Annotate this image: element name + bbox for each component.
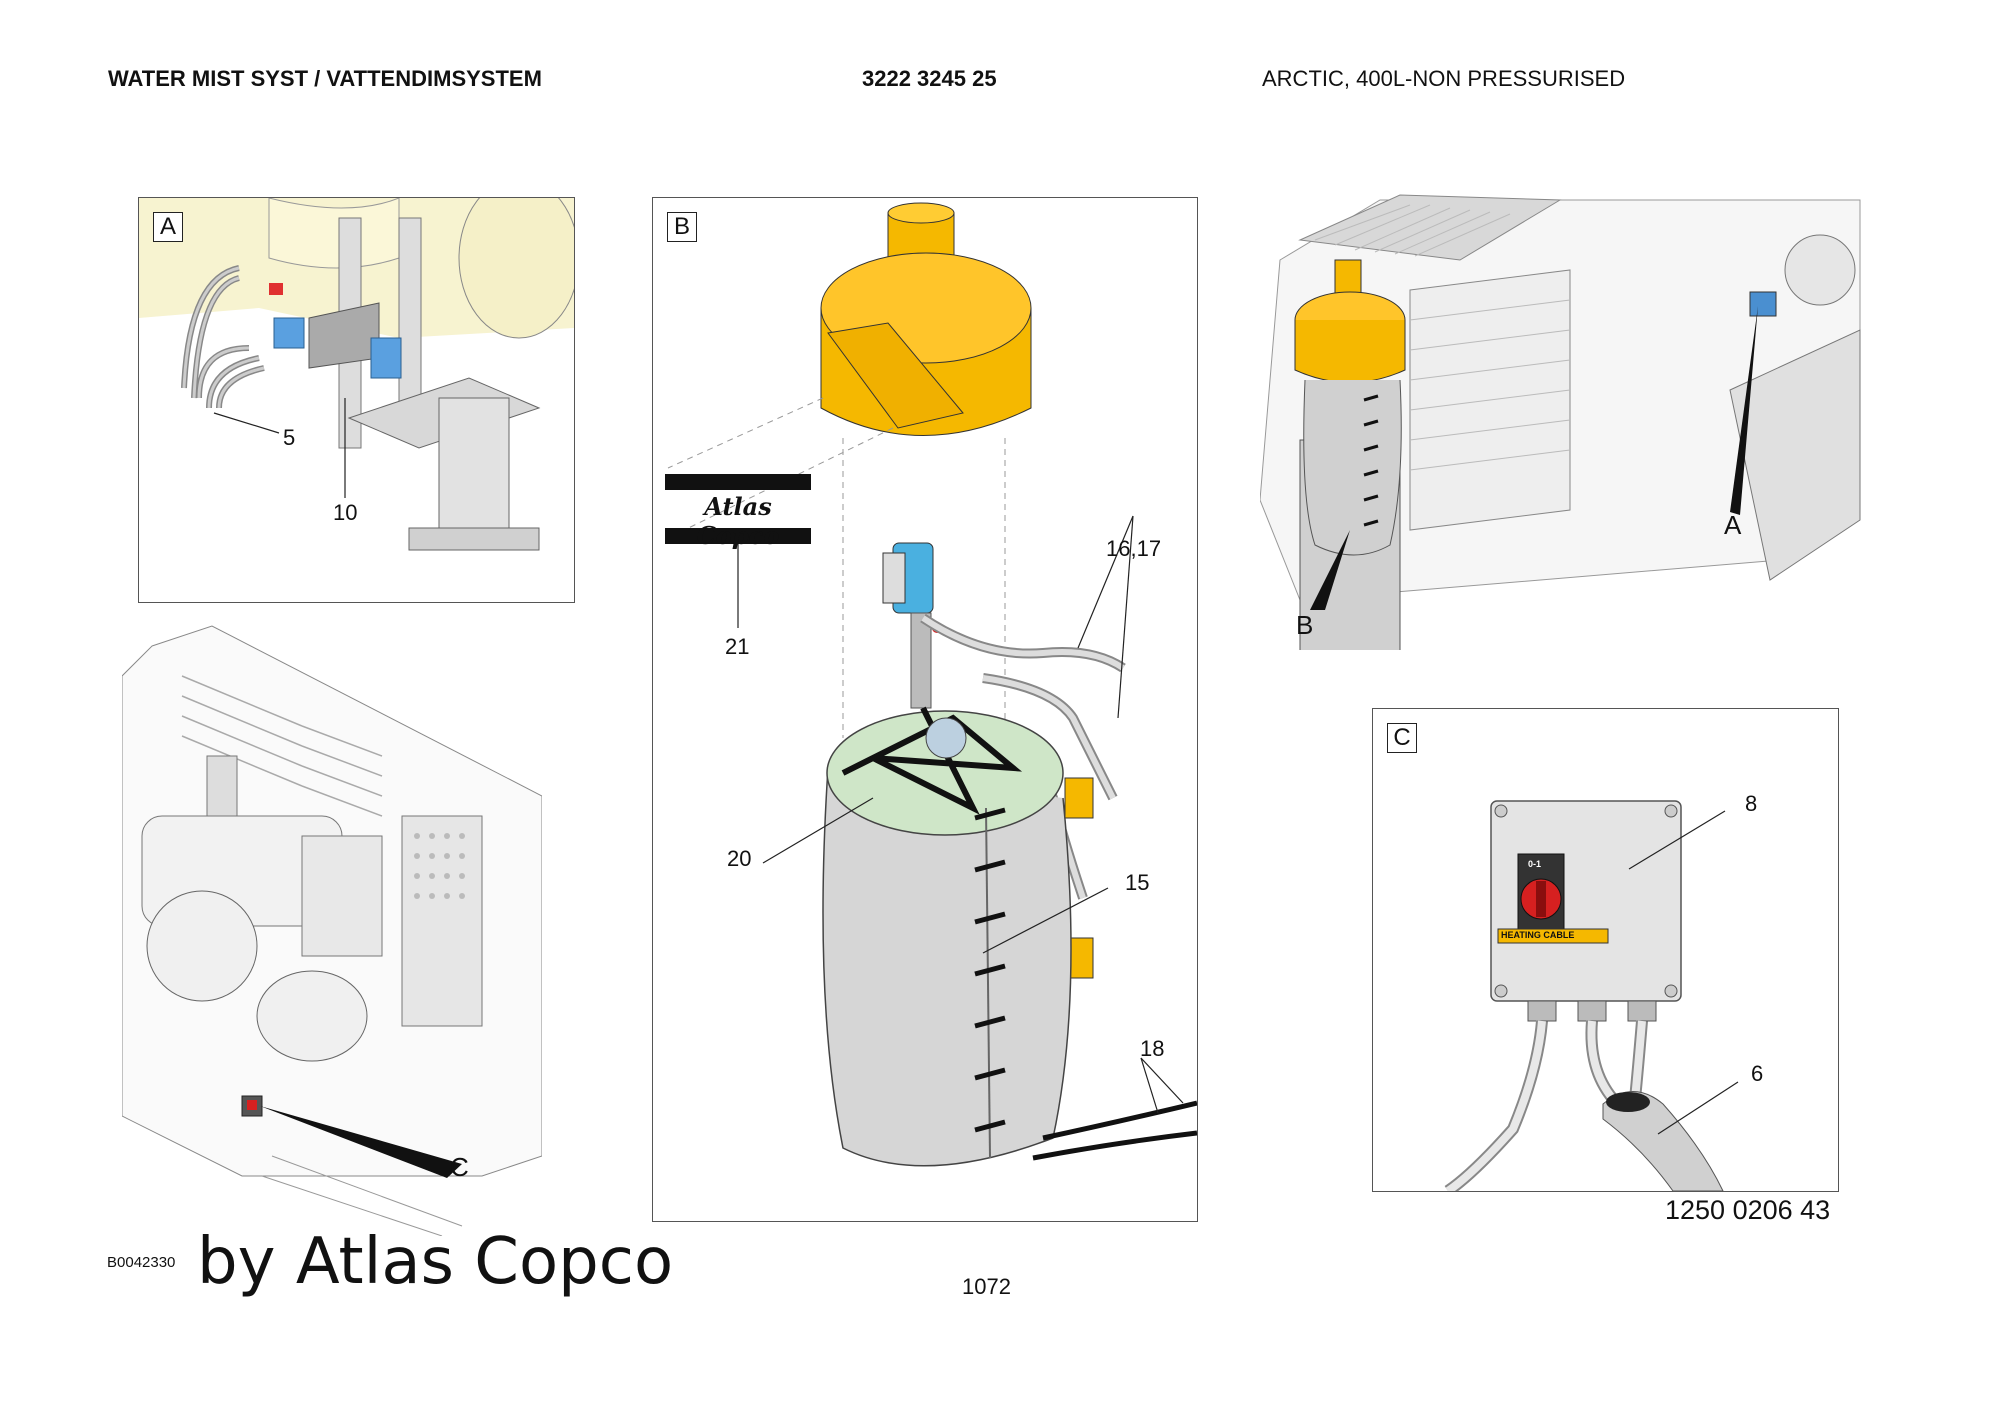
callout-16-17: 16,17 <box>1106 536 1162 561</box>
part-description: ARCTIC, 400L-NON PRESSURISED <box>1262 66 1626 91</box>
valve-block-illustration <box>139 198 574 551</box>
callout-21: 21 <box>725 634 750 659</box>
overview-label-c: C <box>450 1152 469 1182</box>
part-number: 3222 3245 25 <box>862 66 997 91</box>
panel-b-tag: B <box>667 212 697 242</box>
callout-18: 18 <box>1140 1036 1165 1061</box>
panel-a-valve-detail: A 5 10 <box>138 197 575 603</box>
tank-exploded-illustration <box>665 202 1197 1167</box>
machine-overview-illustration <box>1260 194 1861 650</box>
machine-frame-illustration <box>122 625 542 1236</box>
page-number: 1072 <box>962 1274 1011 1299</box>
panel-b-tank-detail: B <box>652 197 1198 1222</box>
switch-position-label: 0-1 <box>1528 859 1542 869</box>
overview-machine-right: B A <box>1260 180 1870 650</box>
panel-c-tag: C <box>1387 723 1417 753</box>
callout-5: 5 <box>283 425 296 450</box>
atlas-copco-logo: Atlas Copco <box>696 492 780 550</box>
panel-c-switch-detail: C 0-1 HEATING CABLE 8 6 <box>1372 708 1839 1192</box>
drawing-number: 1250 0206 43 <box>1665 1195 1831 1225</box>
callout-15: 15 <box>1125 870 1150 895</box>
document-title: WATER MIST SYST / VATTENDIMSYSTEM <box>108 66 542 91</box>
panel-a-tag: A <box>153 212 183 242</box>
overview-label-a: A <box>1724 510 1742 540</box>
overview-label-b: B <box>1296 610 1314 640</box>
callout-6: 6 <box>1751 1061 1764 1086</box>
callout-20: 20 <box>727 846 752 871</box>
heating-cable-label: HEATING CABLE <box>1501 930 1575 940</box>
overview-machine-left: C <box>122 616 542 1236</box>
callout-8: 8 <box>1745 791 1758 816</box>
figure-id: B0042330 <box>107 1254 176 1271</box>
switch-box-illustration <box>1444 800 1739 1191</box>
watermark-text: by Atlas Copco <box>197 1225 674 1299</box>
callout-10: 10 <box>333 500 358 525</box>
